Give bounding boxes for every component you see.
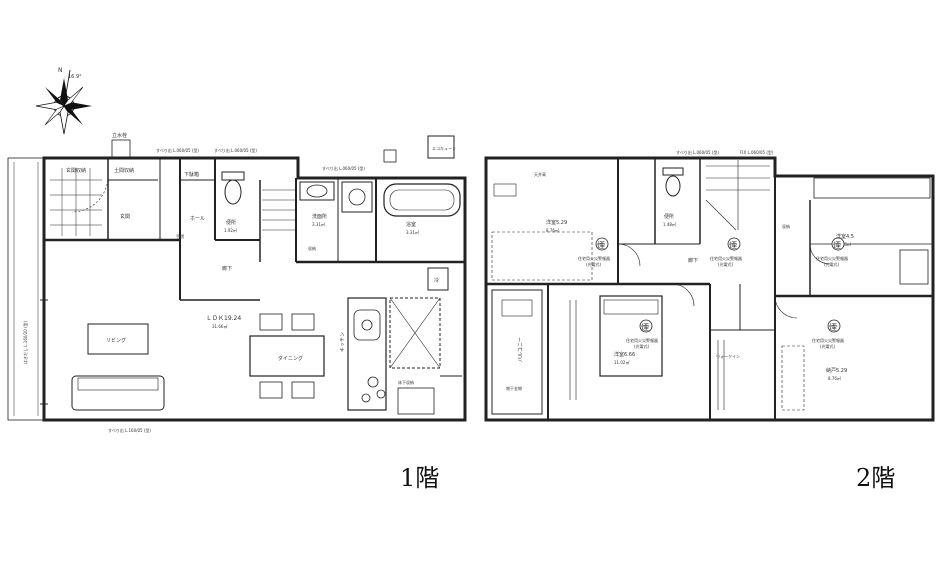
f1-genkan: 玄関 [120, 213, 130, 220]
smoke-detector-icon: 煙 住宅用火災警報器 (光電式) [626, 319, 658, 349]
f2-storeroom-area: 8.76㎡ [828, 375, 841, 381]
smoke-sublabel: (光電式) [634, 343, 650, 349]
smoke-detector-icon: 煙 住宅用火災警報器 (光電式) [710, 237, 742, 267]
f1-window-note-top1: すべり出 L.060/05 (型) [156, 147, 199, 153]
smoke-label: 住宅用火災警報器 [710, 255, 742, 261]
smoke-label: 住宅用火災警報器 [816, 255, 848, 261]
smoke-sublabel: (光電式) [718, 261, 734, 267]
f1-ecocute-label: エコキュート [432, 146, 456, 151]
f1-window-note-top2: すべり出 L.060/05 (型) [214, 147, 257, 153]
f1-corridor: 廊下 [222, 265, 232, 272]
f2-drying-rack: 物干金物 [506, 385, 522, 391]
f2-storage-note: 収納 [782, 223, 790, 229]
smoke-detector-icon: 煙 住宅用火災警報器 (光電式) [816, 237, 848, 267]
smoke-mark: 煙 [729, 241, 737, 250]
f2-ceiling-note: 天井高 [534, 171, 546, 177]
compass-north-label: N [58, 67, 63, 74]
f2-wic: ウォークイン [716, 353, 740, 359]
f1-ldk-area: 31.66㎡ [212, 323, 227, 329]
f1-dining: ダイニング [278, 355, 303, 362]
f1-bath-area: 3.31㎡ [406, 229, 419, 235]
f1-handrail: 手摺 [176, 233, 184, 239]
f1-ldk: ＬＤＫ19.24 [206, 315, 241, 322]
f2-window-note-top1: すべり出 L.060/05 (型) [676, 149, 719, 155]
f2-room1: 洋室5.29 [546, 219, 567, 226]
floor2-room-labels: 洋室5.29 8.76㎡ 便所 1.48㎡ 廊下 洋室4.5 7.45㎡ 洋室6… [506, 213, 854, 391]
smoke-mark: 煙 [833, 241, 841, 250]
floor1-label: 1階 [400, 464, 440, 492]
f1-hall: ホール [190, 216, 205, 222]
f1-window-note-bottom: すべり出 L.160/05 (型) [108, 427, 151, 433]
smoke-label: 住宅用火災警報器 [812, 337, 844, 343]
f1-shoe-box: 下駄箱 [184, 171, 199, 178]
f1-window-note-top3: すべり出 L.060/05 (型) [322, 165, 365, 171]
f1-toilet: 便所 [226, 219, 236, 226]
f2-room1-area: 8.76㎡ [546, 227, 559, 233]
floor1-plan [7, 135, 467, 422]
f2-window-note-top2: FIX L.060/05 (型) [740, 149, 774, 155]
f1-faucet-label: 立水栓 [112, 132, 127, 139]
floor2-plan [484, 156, 935, 422]
f1-toilet-area: 1.92㎡ [224, 227, 237, 233]
smoke-sublabel: (光電式) [824, 261, 840, 267]
f1-washroom: 洗面所 [312, 213, 327, 220]
compass-icon [35, 69, 92, 135]
f1-fridge: 冷 [434, 277, 439, 284]
f1-storage: 収納 [308, 245, 316, 251]
f1-pantry: 床下収納 [398, 379, 414, 385]
smoke-mark: 煙 [641, 323, 649, 332]
smoke-mark: 煙 [597, 241, 605, 250]
f2-balcony: バルコニー [518, 337, 524, 362]
f2-master: 洋室6.66 [614, 351, 635, 358]
smoke-label: 住宅用火災警報器 [578, 255, 610, 261]
f1-washroom-area: 3.31㎡ [312, 221, 325, 227]
f1-living: リビング [106, 337, 126, 344]
smoke-sublabel: (光電式) [586, 261, 602, 267]
smoke-detector-icon: 煙 住宅用火災警報器 (光電式) [812, 319, 844, 349]
f2-room2-area: 7.45㎡ [838, 241, 851, 247]
smoke-label: 住宅用火災警報器 [626, 337, 658, 343]
f2-toilet-area: 1.48㎡ [663, 221, 676, 227]
f1-window-note-left: はきだし L.160/20 (型) [22, 320, 28, 364]
f2-master-area: 11.02㎡ [614, 359, 629, 365]
f1-bath: 浴室 [406, 221, 416, 228]
compass-angle-label: 16.9° [68, 74, 82, 80]
f2-toilet: 便所 [664, 213, 674, 220]
floor1-room-labels: 玄関収納 土間収納 玄関 ホール 下駄箱 手摺 便所 1.92㎡ 廊下 洗面所 … [66, 167, 439, 385]
smoke-mark: 煙 [829, 323, 837, 332]
f1-kitchen: キッチン [340, 332, 346, 352]
smoke-detector-icon: 煙 住宅用火災警報器 (光電式) [578, 237, 610, 267]
f2-storeroom: 納戸5.29 [826, 367, 847, 374]
floor1-notes: 立水栓 すべり出 L.060/05 (型) すべり出 L.060/05 (型) … [22, 132, 456, 433]
f1-genkan-storage: 玄関収納 [66, 167, 86, 174]
smoke-sublabel: (光電式) [820, 343, 836, 349]
floor2-notes: すべり出 L.060/05 (型) FIX L.060/05 (型) 天井高 収… [534, 149, 790, 229]
f1-shoe-storage: 土間収納 [114, 167, 134, 174]
floor2-label: 2階 [856, 464, 896, 492]
f2-room2: 洋室4.5 [836, 233, 854, 240]
smoke-detectors: 煙 住宅用火災警報器 (光電式) 煙 住宅用火災警報器 (光電式) 煙 住宅用火… [578, 237, 848, 349]
f2-corridor: 廊下 [688, 257, 698, 264]
